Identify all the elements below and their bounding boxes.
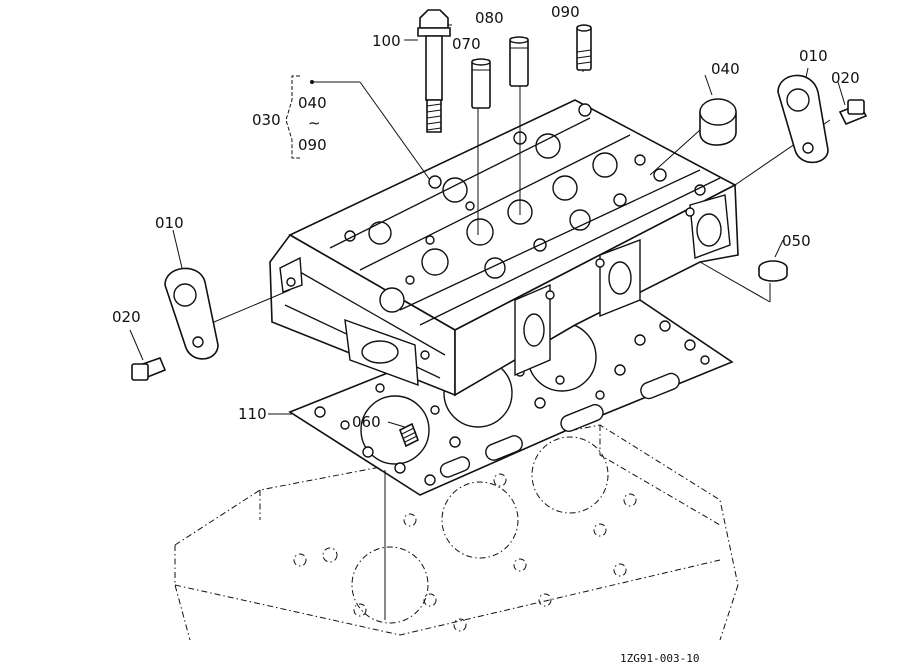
plug-040 xyxy=(699,98,737,146)
cylinder-head-bolt xyxy=(417,9,451,133)
label-020-left: 020 xyxy=(112,308,141,326)
label-090-range-end: 090 xyxy=(298,136,327,154)
head-gasket xyxy=(288,299,734,496)
label-040-range-start: 040 xyxy=(298,94,327,112)
part-labels: 100 080 090 070 040 010 020 030 040 ∼ 09… xyxy=(112,3,860,665)
label-090-top: 090 xyxy=(551,3,580,21)
plug-050 xyxy=(758,260,788,282)
label-range-separator: ∼ xyxy=(308,114,321,132)
label-060: 060 xyxy=(352,413,381,431)
engine-block-outline xyxy=(174,424,739,641)
label-080: 080 xyxy=(475,9,504,27)
label-010-left: 010 xyxy=(155,214,184,232)
label-040-top: 040 xyxy=(711,60,740,78)
stud-090 xyxy=(576,24,592,71)
label-070: 070 xyxy=(452,35,481,53)
hanger-bracket-left xyxy=(164,267,219,360)
hanger-bracket-right xyxy=(777,74,829,164)
label-030: 030 xyxy=(252,111,281,129)
label-110: 110 xyxy=(238,405,267,423)
label-100: 100 xyxy=(372,32,401,50)
assembly-bracket-030 xyxy=(285,75,314,159)
fitting-060 xyxy=(398,422,420,448)
bolt-020-right xyxy=(838,99,868,126)
valve-guide-070 xyxy=(471,58,491,109)
label-010-right: 010 xyxy=(799,47,828,65)
figure-reference-code: 1ZG91-003-10 xyxy=(620,652,699,665)
bolt-020-left xyxy=(131,356,167,381)
label-020-right: 020 xyxy=(831,69,860,87)
label-050: 050 xyxy=(782,232,811,250)
valve-guide-080 xyxy=(509,36,529,87)
cylinder-head xyxy=(269,99,739,397)
